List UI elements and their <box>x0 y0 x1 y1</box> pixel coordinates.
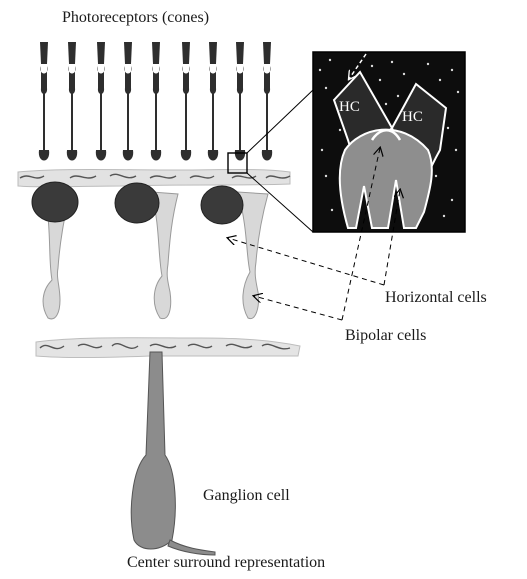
inset-magnified-view: HC HC <box>313 52 465 232</box>
horizontal-cell-right <box>201 186 243 224</box>
inset-speckle <box>331 209 333 211</box>
cone-photoreceptor <box>96 42 106 161</box>
cone-photoreceptor <box>151 42 161 161</box>
inset-speckle <box>329 59 331 61</box>
ganglion-cell-label: Ganglion cell <box>203 488 290 504</box>
cone-photoreceptor <box>235 42 245 161</box>
inset-speckle <box>451 69 453 71</box>
inset-speckle <box>439 79 441 81</box>
horizontal-cell-bodies <box>32 182 243 224</box>
inset-speckle <box>391 61 393 63</box>
inset-speckle <box>447 127 449 129</box>
horizontal-cells-label: Horizontal cells <box>385 290 487 306</box>
photoreceptors-label: Photoreceptors (cones) <box>62 10 209 26</box>
inset-speckle <box>455 149 457 151</box>
cone-photoreceptor <box>181 42 191 161</box>
inset-bipolar-terminal <box>340 130 432 228</box>
horizontal-cell-left <box>32 182 78 222</box>
inset-speckle <box>427 63 429 65</box>
cone-photoreceptor <box>208 42 218 161</box>
cone-photoreceptor <box>123 42 133 161</box>
cone-photoreceptor <box>39 42 49 161</box>
inset-connector-top <box>247 90 313 153</box>
inset-speckle <box>319 69 321 71</box>
inset-speckle <box>435 175 437 177</box>
photoreceptor-cones <box>39 42 272 161</box>
inset-speckle <box>321 149 323 151</box>
inset-speckle <box>325 87 327 89</box>
cone-photoreceptor <box>262 42 272 161</box>
arrow-bipolar-cells <box>254 296 342 320</box>
bipolar-cells-label: Bipolar cells <box>345 328 426 344</box>
inset-speckle <box>339 129 341 131</box>
inset-speckle <box>451 199 453 201</box>
ganglion-cell <box>131 352 215 555</box>
inset-speckle <box>385 103 387 105</box>
hc-label-left: HC <box>339 99 360 115</box>
horizontal-cell-middle <box>115 183 159 223</box>
inset-speckle <box>443 215 445 217</box>
inset-speckle <box>379 79 381 81</box>
inset-speckle <box>325 175 327 177</box>
inset-speckle <box>403 73 405 75</box>
hc-label-right: HC <box>402 109 423 125</box>
inset-speckle <box>397 95 399 97</box>
inset-speckle <box>457 91 459 93</box>
caption: Center surround representation <box>127 555 325 571</box>
cone-photoreceptor <box>67 42 77 161</box>
inset-speckle <box>371 65 373 67</box>
